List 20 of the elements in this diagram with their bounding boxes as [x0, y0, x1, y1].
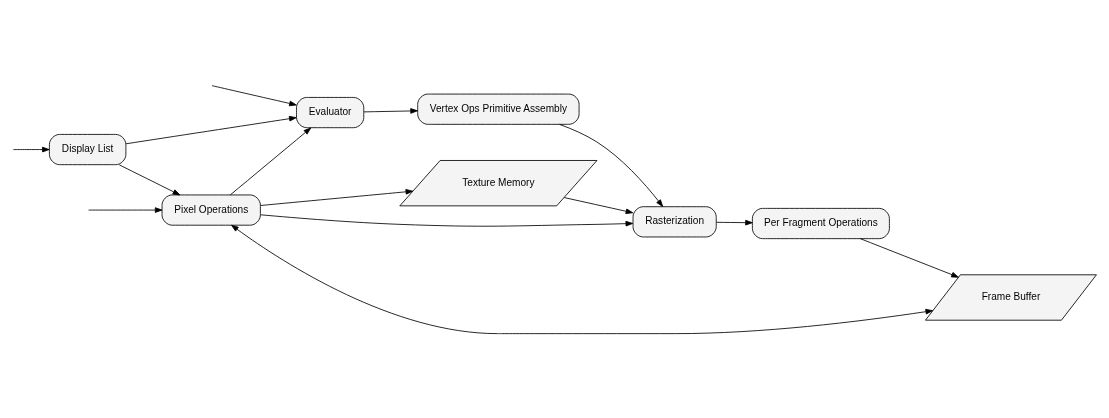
arrow	[88, 206, 163, 213]
arrow	[231, 224, 934, 334]
node-box: Evaluator	[296, 96, 365, 128]
node-box: Display List	[49, 133, 127, 165]
arrow	[716, 219, 753, 225]
node-box: Per Fragment Operations	[751, 207, 890, 239]
node-box: Vertex Ops Primitive Assembly	[417, 93, 580, 125]
arrow	[260, 188, 414, 206]
arrow	[12, 146, 50, 152]
arrow	[859, 237, 959, 278]
arrow	[211, 84, 297, 106]
arrow	[260, 213, 634, 227]
arrow	[363, 107, 418, 114]
arrow	[558, 123, 664, 207]
arrow	[125, 115, 297, 144]
arrow	[563, 196, 634, 214]
node-box: Pixel Operations	[161, 194, 261, 226]
arrow	[229, 127, 312, 195]
arrow	[118, 163, 181, 195]
node-box: Rasterization	[632, 205, 717, 237]
